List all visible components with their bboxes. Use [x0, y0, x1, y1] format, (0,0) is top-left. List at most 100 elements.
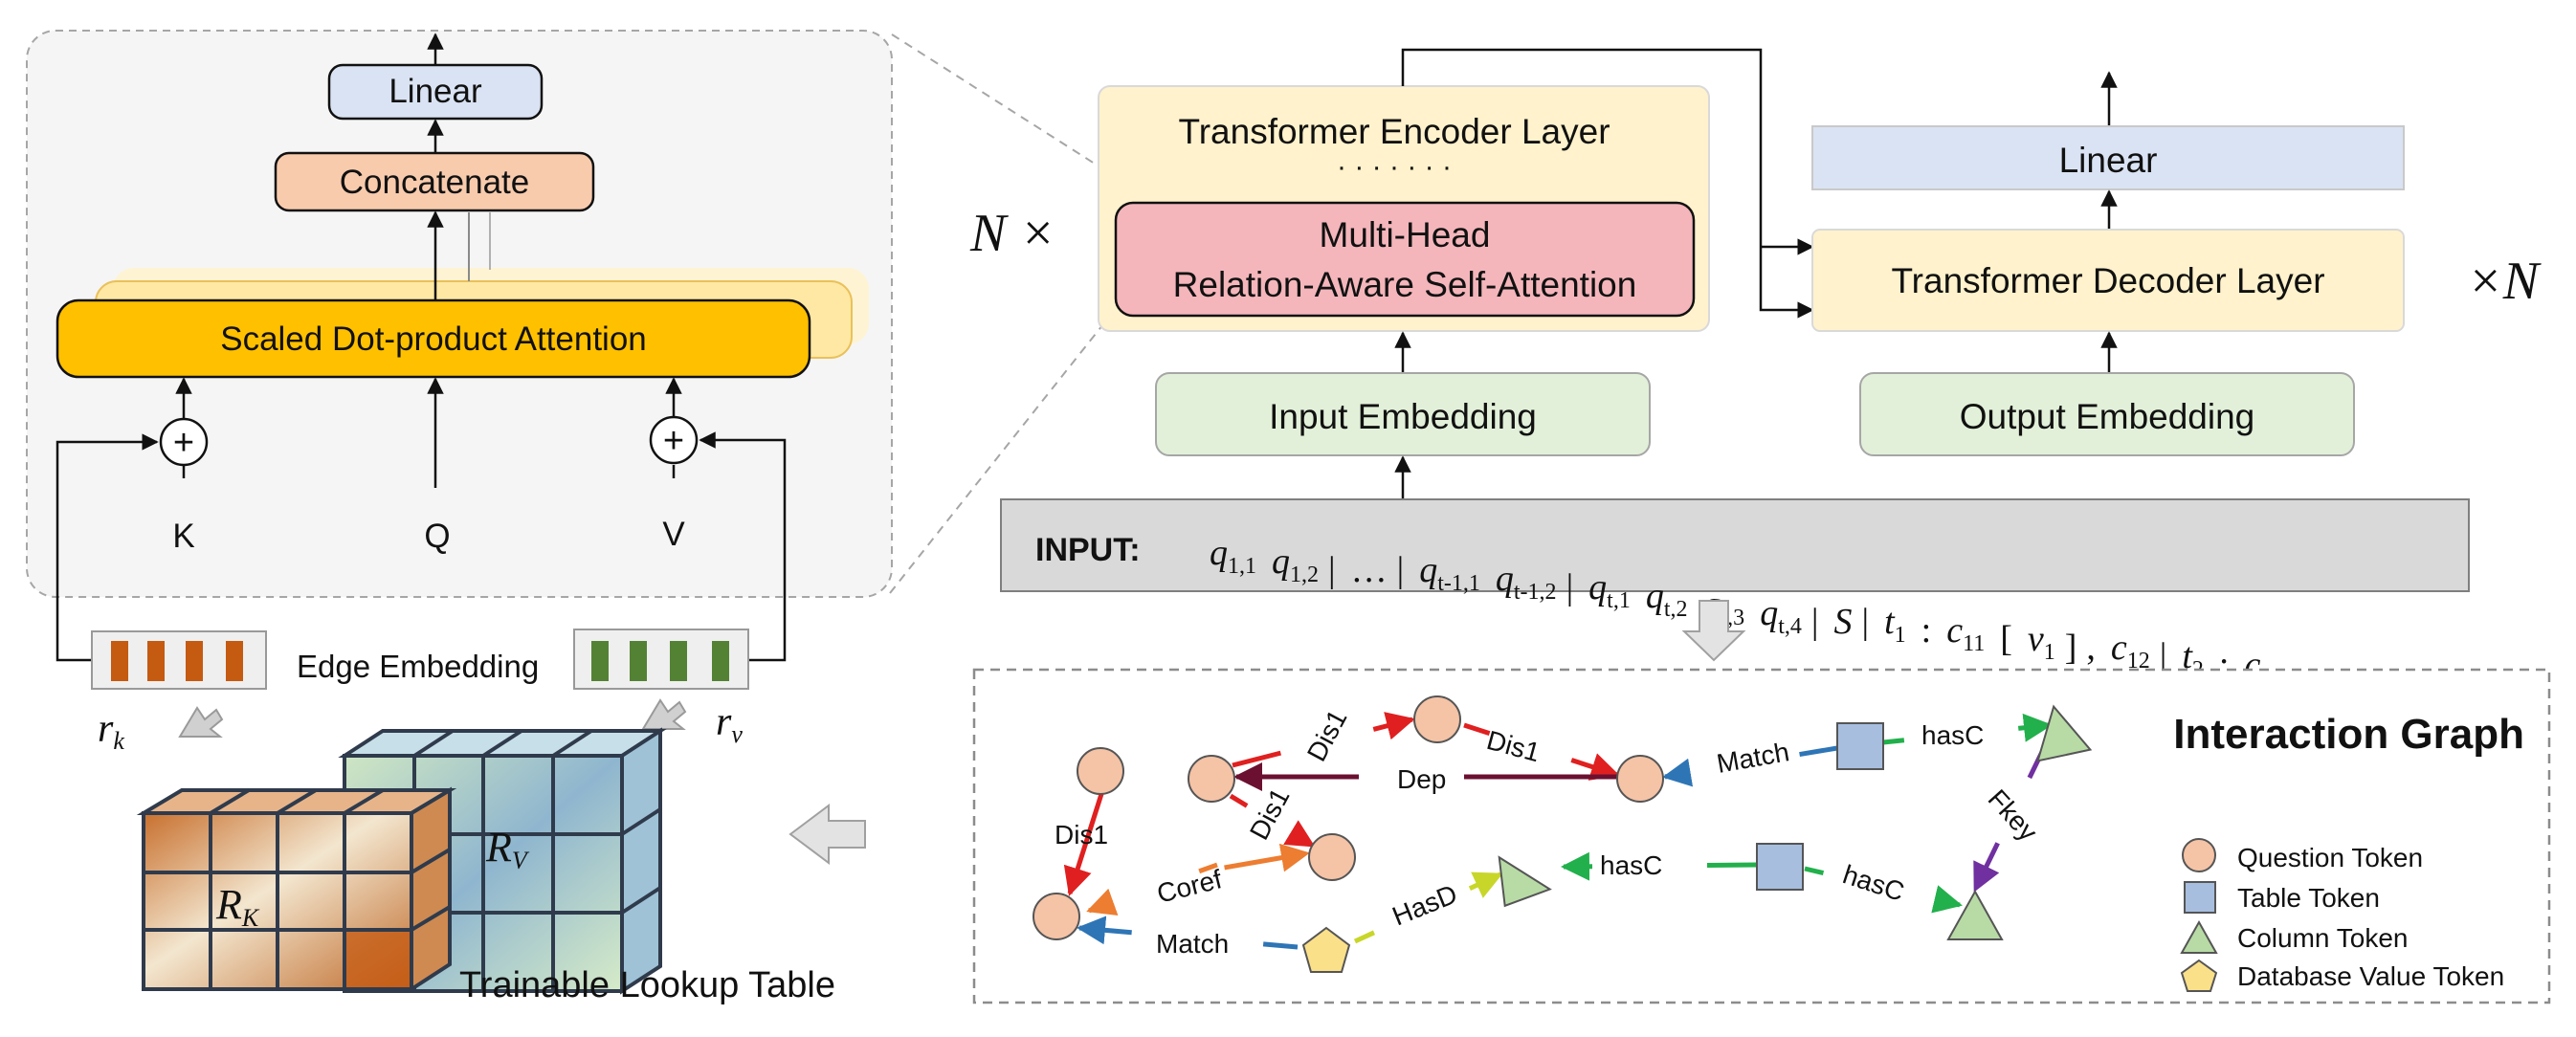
rv-bar-3 [670, 641, 687, 681]
input-token-subscript: 1 [2044, 640, 2055, 665]
rk-bar-1 [111, 641, 128, 681]
input-token-subscript: t-1,2 [1514, 580, 1557, 605]
q-label: Q [424, 518, 450, 555]
edge-label-hasc-top: hasC [1921, 720, 1984, 750]
input-token: | [2160, 636, 2167, 676]
input-token: c [2111, 628, 2127, 668]
k-plus-sign: + [173, 423, 194, 463]
rk-bar-3 [186, 641, 203, 681]
input-token-subscript: 1,1 [1228, 554, 1256, 579]
mha-line2: Relation-Aware Self-Attention [1173, 265, 1637, 304]
input-token: … [1351, 550, 1388, 590]
input-token: ] [2065, 628, 2077, 668]
input-token: : [1921, 610, 1932, 651]
rk-lookup-arrow [178, 706, 224, 738]
rv-feed-line [699, 431, 787, 662]
table-node-2 [1756, 843, 1804, 891]
edge-hasd [1353, 872, 1503, 944]
attn-linear-label: Linear [389, 73, 482, 110]
edge-match-bottom [1077, 916, 1299, 950]
edge-coref-b [1195, 843, 1310, 875]
graph-legend: Question Token Table Token Column Token … [2180, 838, 2504, 992]
input-token: c [1946, 610, 1963, 651]
input-token: | [1566, 567, 1574, 607]
scaled-dot-label: Scaled Dot-product Attention [220, 320, 647, 358]
input-token: t [1884, 602, 1896, 642]
column-node-3 [1498, 855, 1552, 908]
edge-hasc-top [1882, 713, 2053, 745]
mha-line1: Multi-Head [1320, 215, 1491, 254]
legend-value-label: Database Value Token [2237, 961, 2504, 991]
input-token: v [2028, 619, 2044, 659]
input-token-subscript: 1 [1895, 623, 1906, 648]
zoom-line-bottom [889, 315, 1111, 594]
input-token: q [1646, 576, 1664, 616]
encoder-to-decoder-line [1401, 48, 1814, 319]
decoder-linear-label: Linear [2059, 141, 2158, 180]
input-token: S [1833, 602, 1852, 642]
question-node-5 [1308, 833, 1356, 881]
input-token: | [1861, 602, 1869, 642]
input-token-subscript: 1,2 [1290, 563, 1319, 587]
edge-fkey [1972, 750, 2045, 893]
rv-bar-2 [630, 641, 647, 681]
encoder-n-times: N × [969, 204, 1055, 263]
rv-table-label: RV [485, 824, 530, 874]
output-embedding-box [1859, 372, 2355, 456]
table-node-1 [1836, 722, 1884, 770]
legend-question-label: Question Token [2237, 843, 2423, 872]
mha-box [1114, 201, 1696, 318]
input-token: , [2086, 628, 2096, 668]
edge-label-match-bottom: Match [1156, 929, 1229, 959]
input-to-graph-arrow [1681, 600, 1746, 662]
attn-linear-box [327, 63, 544, 121]
input-token: : [2219, 645, 2230, 685]
edge-hasc-left [1561, 851, 1758, 881]
rv-bar-1 [591, 641, 609, 681]
interaction-graph-panel [972, 668, 2551, 1004]
question-node-3 [1413, 695, 1461, 743]
rv-label: rv [716, 700, 743, 748]
edge-label-dis1-left: Dis1 [1055, 820, 1108, 849]
encoder-title: Transformer Encoder Layer [1178, 112, 1610, 151]
question-node-2 [1188, 755, 1235, 803]
graph-edges [1063, 712, 2053, 950]
value-node-1 [1301, 926, 1351, 973]
legend-question-icon [2182, 838, 2216, 872]
k-label: K [172, 518, 194, 555]
rk-table-label: RK [215, 881, 260, 932]
column-node-1 [2036, 704, 2093, 762]
question-node-1 [1077, 747, 1124, 795]
legend-column-icon [2180, 919, 2218, 954]
input-embedding-box [1155, 372, 1651, 456]
input-token: q [1210, 533, 1228, 573]
rv-bar-4 [712, 641, 729, 681]
input-token: | [1811, 602, 1819, 642]
edge-embedding-label: Edge Embedding [297, 649, 539, 684]
rv-lookup-arrow [641, 698, 687, 730]
scaled-dot-box [56, 298, 811, 379]
decoder-times-n: ×N [2467, 252, 2542, 311]
edge-dis1-down [1229, 793, 1316, 849]
encoder-dots: · · · · · · · [1337, 151, 1452, 183]
input-token: q [1496, 559, 1514, 599]
edge-match-top [1662, 745, 1838, 787]
decoder-layer-box [1811, 229, 2405, 332]
input-bar [1000, 498, 2470, 592]
input-token-subscript: t-1,1 [1437, 571, 1480, 596]
interaction-graph-title: Interaction Graph [2173, 711, 2524, 758]
concatenate-box [274, 151, 595, 212]
edge-label-hasc-left: hasC [1600, 850, 1662, 880]
legend-column-label: Column Token [2237, 923, 2408, 953]
lookup-table-label: Trainable Lookup Table [459, 965, 835, 1005]
input-token: q [1588, 567, 1607, 607]
rk-lookup-cube [136, 786, 457, 993]
legend-table-icon [2184, 881, 2216, 914]
input-token-subscript: t,1 [1607, 588, 1631, 613]
question-node-6 [1033, 893, 1080, 940]
rk-label: rk [98, 707, 124, 755]
input-embedding-label: Input Embedding [1269, 397, 1537, 436]
output-embedding-label: Output Embedding [1960, 397, 2255, 436]
legend-value-icon [2180, 959, 2218, 992]
